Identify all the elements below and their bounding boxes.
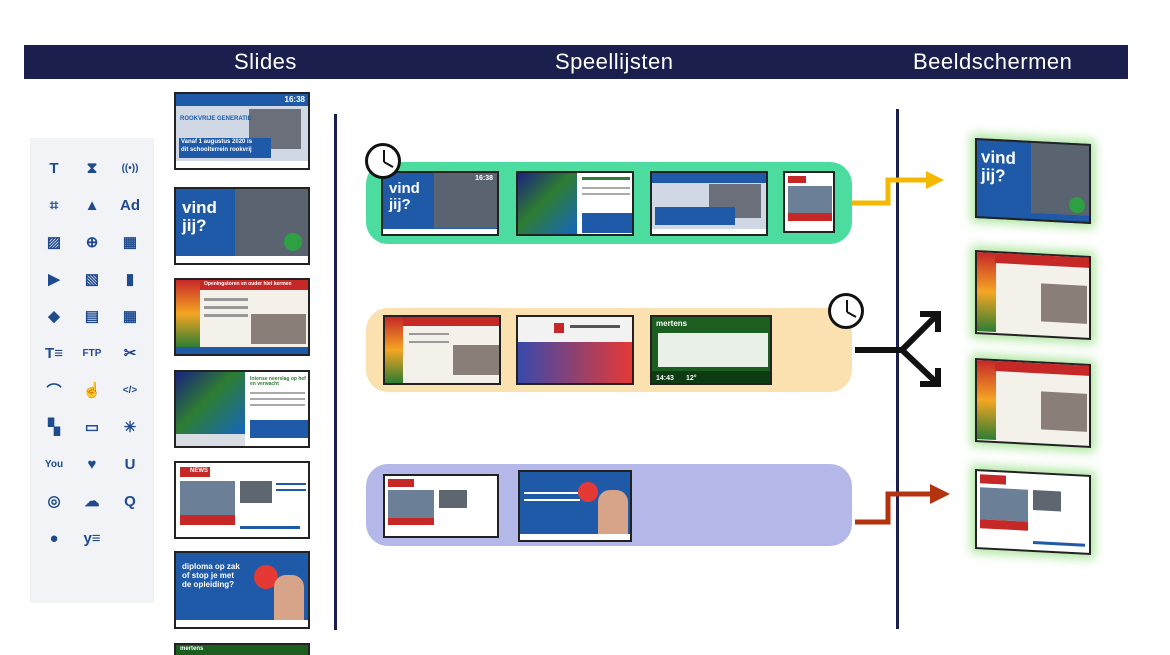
lane3-slide-diploma[interactable] [518,470,632,542]
yammer-icon[interactable]: y≡ [83,529,101,547]
screen-3[interactable] [975,357,1091,449]
widget-palette: T ⧗ ((•)) ⌗ ▲ Ad ▨ ⊕ ▦ ▶ ▧ ▮ ◆ ▤ ▦ T≡ FTP ✂ ⌒ ☝ </> ▚ ▭ ✳ You ♥ U ◎… [30,138,154,603]
screen1-vind-text: vind jij? [981,147,1016,186]
screen-4[interactable] [975,468,1091,556]
lane2-mertens-temp: 12° [686,374,697,382]
qr-icon[interactable]: ▚ [48,419,60,436]
header-playlists: Speellijsten [555,49,674,74]
lane1-clock: 16:38 [475,175,493,182]
slide-weather[interactable]: Intense neerslag op hef en verwacht [174,370,310,448]
lane1-slide-rookvrij[interactable] [650,171,768,236]
lane2-slide-school[interactable] [516,315,634,385]
divider-left [334,114,337,630]
lane2-mertens-time: 14:43 [656,374,674,382]
bar-chart-icon[interactable]: ▮ [125,271,135,288]
slide-diploma-1: diploma op zak [182,562,240,571]
slide-rookvrij[interactable]: 16:38 ROOKVRIJE GENERATIE Vanaf 1 august… [174,92,310,170]
media-wall-icon[interactable]: ◆ [48,308,60,325]
youtube-icon[interactable]: You [44,458,64,470]
code-icon[interactable]: </> [122,384,138,396]
lane2-mertens-label: mertens [656,319,688,328]
slide-mertens[interactable]: mertens [174,643,310,655]
calendar-icon[interactable]: ▦ [122,234,138,251]
header-screens: Beeldschermen [913,49,1073,74]
slide-news-badge: NEWS [190,468,208,474]
slide-diploma[interactable]: diploma op zak of stop je met de opleidi… [174,551,310,629]
shapes-icon[interactable]: ▲ [84,196,100,214]
hourglass-icon[interactable]: ⧗ [86,159,98,177]
header-slides: Slides [234,49,297,74]
divider-right [896,109,899,629]
slide-text-1: Vanaf 1 augustus 2020 is [181,139,253,145]
image-icon[interactable]: ▨ [46,234,62,251]
frame-icon[interactable]: ⌗ [49,196,59,214]
slide-vind-jij[interactable]: vind jij? [174,187,310,265]
rss-icon[interactable]: ⌒ [46,382,62,400]
arrow-red [855,491,932,525]
display-icon[interactable]: ▭ [84,419,100,436]
lane1-slide-news[interactable] [783,171,835,233]
slide-news[interactable]: NEWS [174,461,310,539]
clock-icon[interactable]: ● [49,529,59,547]
image-gallery-icon[interactable]: ▧ [84,271,100,288]
twitter-icon[interactable]: ♥ [87,455,97,473]
ftp-icon[interactable]: FTP [82,347,102,359]
slide-opening[interactable]: Openingstoren en ouder hiet kermen [174,278,310,356]
lane2-slide-mertens[interactable]: mertens 14:43 12° [650,315,772,385]
text-icon[interactable]: T [49,159,59,177]
uitleg-icon[interactable]: U [124,455,136,473]
clock-icon [828,293,864,329]
slide-weather-title: Intense neerslag op hef en verwacht [250,376,306,388]
touch-icon[interactable]: ☝ [82,382,102,399]
slide-clock: 16:38 [284,95,305,104]
slide-diploma-3: de opleiding? [182,580,234,589]
lane1-slide-vind-jij[interactable]: vind jij? 16:38 [381,171,499,236]
slide-diploma-2: of stop je met [182,571,235,580]
clock-icon [365,143,401,179]
spark-icon[interactable]: ✳ [123,419,137,436]
lane3-slide-news[interactable] [383,474,499,538]
table-icon[interactable]: ▦ [122,308,138,325]
lane1-slide-weather[interactable] [516,171,634,236]
clapper-icon[interactable]: ✂ [123,345,137,362]
q-icon[interactable]: Q [124,492,136,510]
lane2-slide-opening[interactable] [383,315,501,385]
slide-vind-text: vind jij? [182,198,217,235]
text-list-icon[interactable]: T≡ [45,344,63,362]
slideshow-icon[interactable]: ▤ [84,308,100,325]
video-icon[interactable]: ▶ [48,271,60,288]
lane1-vind-text: vind jij? [389,180,420,213]
globe-icon[interactable]: ⊕ [85,234,99,251]
broadcast-icon[interactable]: ((•)) [121,162,139,174]
slide-tag: ROOKVRIJE GENERATIE [180,116,252,122]
ad-image-icon[interactable]: Ad [120,196,140,214]
weather-icon[interactable]: ☁ [84,493,100,510]
arrow-yellow [852,177,928,206]
header-bar: Slides Speellijsten Beeldschermen [24,45,1128,79]
screen-1[interactable]: vind jij? [975,137,1091,225]
slide-opening-text: Openingstoren en ouder hiet kermen [204,281,292,287]
slide-mertens-label: mertens [180,646,204,652]
instagram-icon[interactable]: ◎ [47,493,61,510]
slide-text-2: dit schoolterrein rookvrij [181,147,252,153]
screen-2[interactable] [975,249,1091,341]
